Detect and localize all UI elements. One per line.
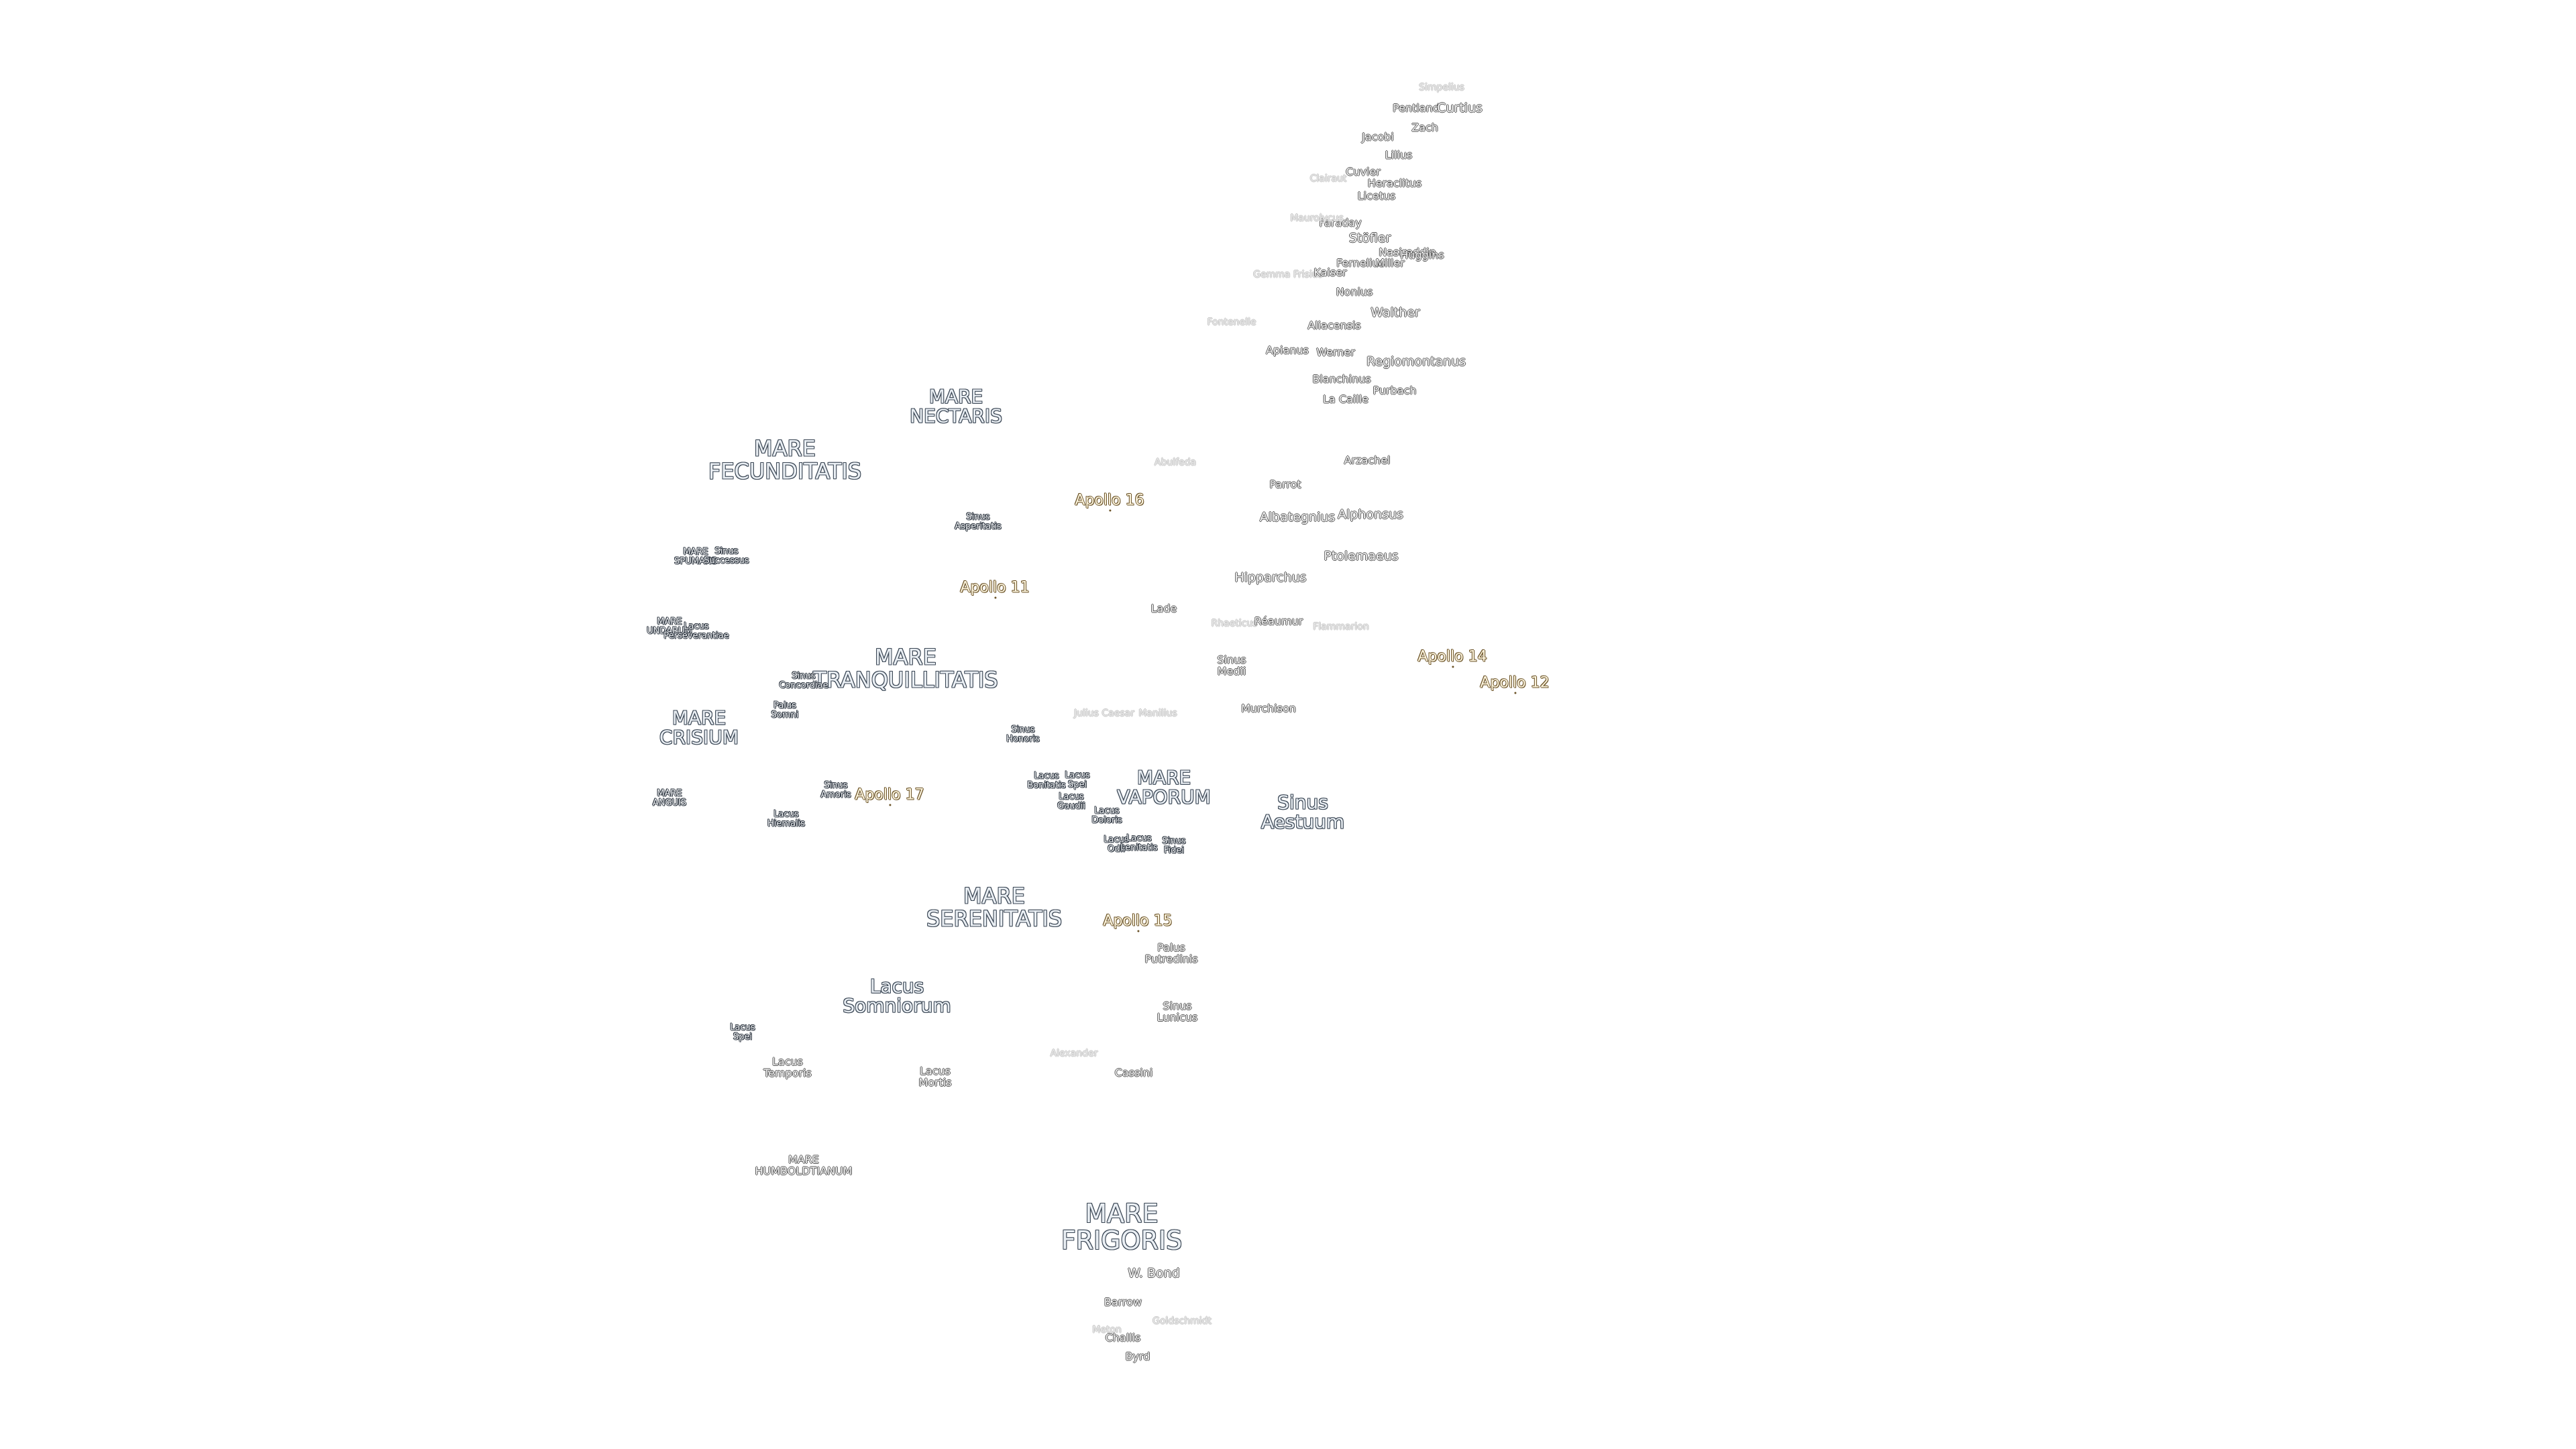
label-la-caille[interactable]: La Caille	[1323, 392, 1368, 406]
label-purbach[interactable]: Purbach	[1373, 384, 1417, 397]
label-maurolycus[interactable]: Maurolycus	[1290, 213, 1344, 224]
label-apollo-15[interactable]: Apollo 15	[1103, 912, 1173, 932]
label-werner[interactable]: Werner	[1316, 345, 1355, 359]
label-flammarion[interactable]: Flammarion	[1313, 621, 1369, 633]
label-abulfeda[interactable]: Abulfeda	[1154, 457, 1197, 468]
label-pentland[interactable]: Pentland	[1393, 101, 1440, 115]
label-cassini[interactable]: Cassini	[1114, 1066, 1153, 1079]
label-meton[interactable]: Meton	[1092, 1324, 1122, 1336]
label-byrd[interactable]: Byrd	[1125, 1350, 1150, 1363]
label-manilius[interactable]: Manilius	[1138, 708, 1177, 719]
label-rhaeticus[interactable]: Rhaeticus	[1211, 618, 1258, 629]
label-fernelius[interactable]: Fernelius	[1336, 256, 1385, 270]
label-licetus[interactable]: Licetus	[1357, 189, 1396, 203]
label-huggins[interactable]: Huggins	[1400, 248, 1444, 262]
label-fontenelle[interactable]: Fontenelle	[1207, 317, 1256, 328]
label-nonius[interactable]: Nonius	[1336, 285, 1373, 299]
label-alexander[interactable]: Alexander	[1050, 1048, 1098, 1059]
label-reaumur[interactable]: Réaumur	[1254, 614, 1303, 628]
label-barrow[interactable]: Barrow	[1104, 1295, 1142, 1309]
label-zach[interactable]: Zach	[1411, 121, 1438, 134]
label-kaiser[interactable]: Kaiser	[1313, 266, 1347, 279]
label-albategnius[interactable]: Albategnius	[1259, 510, 1336, 525]
label-alphonsus[interactable]: Alphonsus	[1338, 507, 1403, 523]
label-nasireddin[interactable]: Nasireddin	[1379, 246, 1436, 259]
label-regiomontanus[interactable]: Regiomontanus	[1366, 354, 1466, 370]
label-hipparchus[interactable]: Hipparchus	[1234, 570, 1307, 586]
label-murchison[interactable]: Murchison	[1241, 702, 1296, 715]
label-aliacensis[interactable]: Aliacensis	[1307, 319, 1361, 332]
label-challis[interactable]: Challis	[1105, 1331, 1141, 1344]
label-blanchinus[interactable]: Blanchinus	[1312, 372, 1371, 386]
label-simpelius[interactable]: Simpelius	[1419, 82, 1464, 93]
label-apollo-17[interactable]: Apollo 17	[855, 786, 924, 806]
label-lade[interactable]: Lade	[1150, 602, 1177, 615]
label-walther[interactable]: Walther	[1371, 305, 1420, 321]
label-parrot[interactable]: Parrot	[1269, 478, 1301, 491]
label-w-bond[interactable]: W. Bond	[1128, 1266, 1180, 1281]
label-heraclitus[interactable]: Heraclitus	[1367, 176, 1422, 190]
label-apollo-16[interactable]: Apollo 16	[1075, 492, 1144, 512]
label-cuvier[interactable]: Cuvier	[1346, 165, 1381, 178]
label-julius-caesar[interactable]: Julius Caesar	[1074, 708, 1134, 719]
label-faraday[interactable]: Faraday	[1319, 216, 1362, 229]
label-jacobi[interactable]: Jacobi	[1362, 130, 1394, 144]
label-gemma-frisius[interactable]: Gemma Frisius	[1253, 269, 1323, 280]
label-clairaut[interactable]: Clairaut	[1309, 173, 1347, 184]
label-miller[interactable]: Miller	[1375, 256, 1405, 270]
label-stofler[interactable]: Stöfler	[1348, 231, 1391, 246]
label-arzachel[interactable]: Arzachel	[1344, 453, 1391, 467]
label-apollo-14[interactable]: Apollo 14	[1417, 648, 1487, 668]
label-apollo-12[interactable]: Apollo 12	[1480, 674, 1550, 694]
label-curtius[interactable]: Curtius	[1437, 101, 1483, 116]
label-ptolemaeus[interactable]: Ptolemaeus	[1324, 549, 1399, 564]
label-apianus[interactable]: Apianus	[1266, 343, 1309, 357]
label-lilius[interactable]: Lilius	[1385, 148, 1413, 162]
label-apollo-11[interactable]: Apollo 11	[960, 579, 1030, 599]
label-goldschmidt[interactable]: Goldschmidt	[1152, 1316, 1212, 1327]
